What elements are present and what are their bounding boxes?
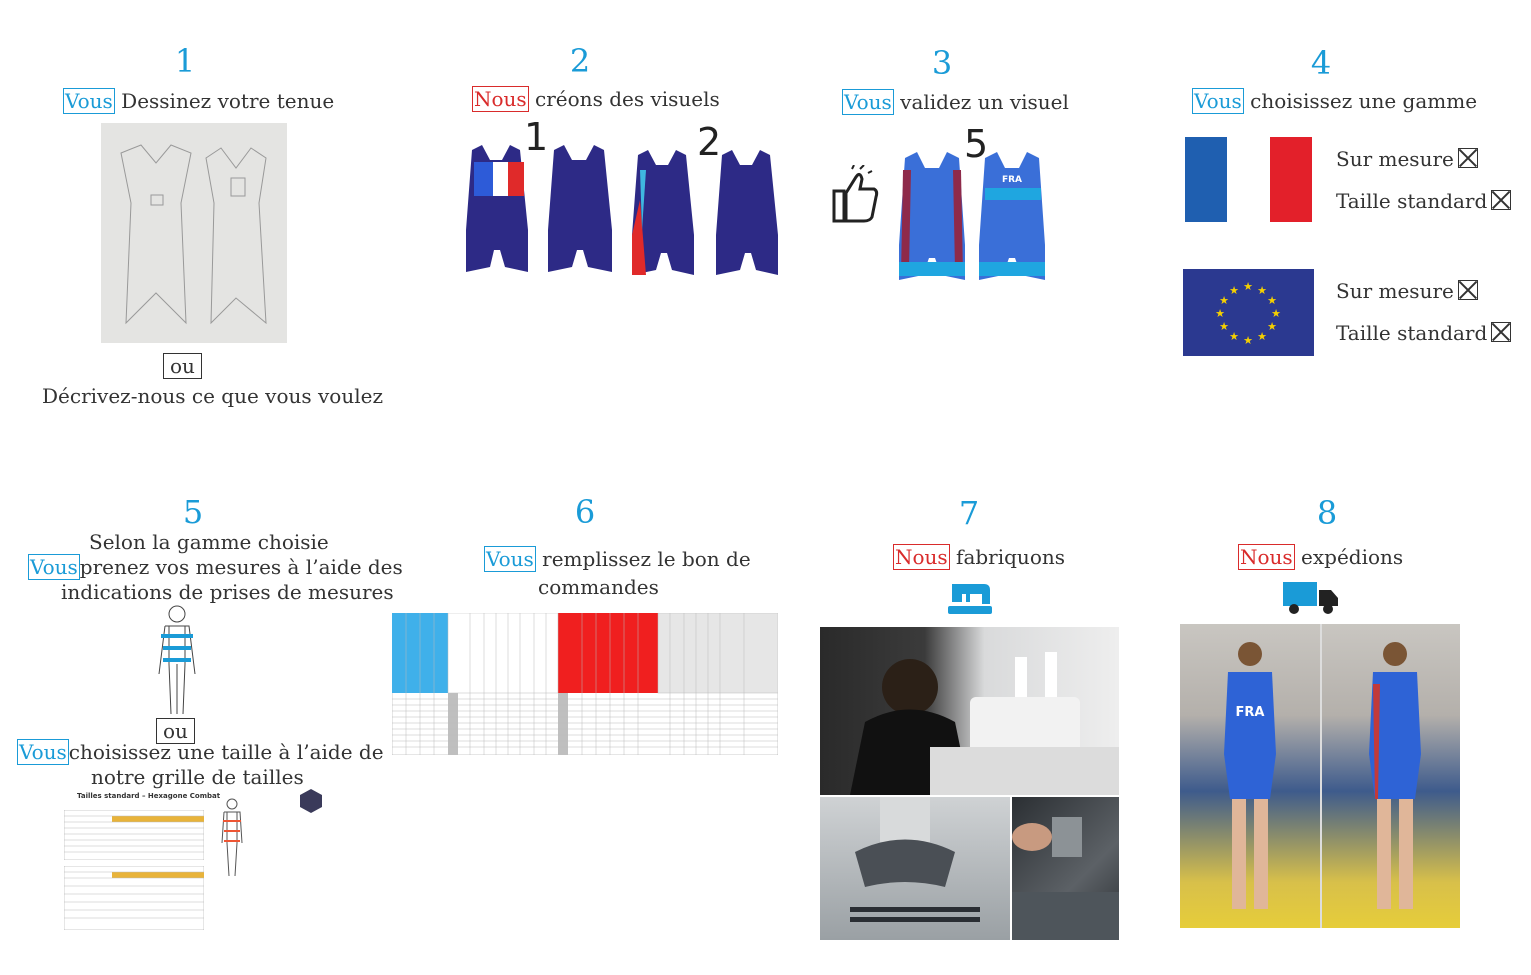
suit-back [979,152,1045,280]
sewing-photo-detail-2 [1012,797,1119,940]
sketch-image [101,123,287,343]
step-6-number: 6 [574,493,596,531]
delivery-truck-icon [1283,582,1338,614]
step-1-or: ou [163,353,202,379]
step-8-text: expédions [1301,545,1404,569]
step-5-number: 5 [182,493,204,531]
or-box: ou [163,353,202,379]
europe-option-standard[interactable]: Taille standard [1336,321,1512,345]
validated-visual: FRA [899,152,1045,280]
body-measure-icon [158,605,196,715]
step-1-number: 1 [174,42,196,80]
step-2-caption: Nous créons des visuels [472,86,720,112]
svg-text:★: ★ [1267,294,1277,307]
step-6-text2: commandes [538,575,659,599]
size-chart-body-icon [221,798,243,877]
sketch-drawing [120,144,267,325]
france-option-custom[interactable]: Sur mesure [1336,147,1478,171]
step-7-caption: Nous fabriquons [893,544,1066,570]
svg-text:★: ★ [1215,307,1225,320]
svg-text:★: ★ [1257,330,1267,343]
hexagone-logo-icon [300,789,322,813]
step-7-text: fabriquons [956,545,1066,569]
step-5-or: ou [156,718,195,744]
suit-2-front [632,150,694,275]
checkbox-icon[interactable] [1491,322,1512,342]
design-label-2: 2 [697,120,722,164]
jersey-text: FRA [1236,705,1265,720]
step-3-text: validez un visuel [900,90,1069,114]
vous-tag: Vous [1192,88,1244,114]
step-5-line1: Selon la gamme choisie [89,530,329,554]
step-4-caption: Vous choisissez une gamme [1192,88,1478,114]
vous-tag: Vous [28,554,80,580]
step-6-caption: Vous remplissez le bon de [484,546,751,572]
step-2-text: créons des visuels [535,87,720,111]
size-chart-title: Tailles standard – Hexagone Combat [77,792,221,800]
or-box: ou [156,718,195,744]
nous-tag: Nous [893,544,950,570]
step-1-caption: Vous Dessinez votre tenue [63,88,335,114]
checkbox-icon[interactable] [1457,148,1478,168]
checkbox-icon[interactable] [1491,190,1512,210]
suit-front [899,152,965,280]
svg-text:★: ★ [1219,320,1229,333]
size-table-women [64,866,204,930]
suit-2-back [716,150,778,275]
step-5-line5: notre grille de tailles [91,765,304,789]
svg-text:★: ★ [1267,320,1277,333]
step-3-caption: Vous validez un visuel [842,89,1069,115]
thumbs-up-icon [832,165,879,223]
chosen-design-label: 5 [964,122,989,166]
step-7-number: 7 [958,494,980,532]
vous-tag: Vous [484,546,536,572]
sewing-photo-detail-1 [820,797,1010,940]
svg-text:★: ★ [1229,330,1239,343]
nous-tag: Nous [1238,544,1295,570]
step-4-text: choisissez une gamme [1250,89,1478,113]
step-3-number: 3 [931,44,953,82]
step-2-number: 2 [569,42,591,80]
france-flag [1185,137,1312,222]
sewing-photo-main [820,627,1119,795]
vous-tag: Vous [842,89,894,115]
svg-text:★: ★ [1219,294,1229,307]
svg-text:★: ★ [1243,280,1253,293]
vous-tag: Vous [17,739,69,765]
france-option-standard[interactable]: Taille standard [1336,189,1512,213]
suit-1-back [548,145,612,272]
step-8-caption: Nous expédions [1238,544,1404,570]
svg-text:★: ★ [1243,334,1253,347]
jersey-text: FRA [1002,175,1022,185]
vous-tag: Vous [63,88,115,114]
svg-text:★: ★ [1229,284,1239,297]
design-visuals [466,145,778,275]
svg-text:★: ★ [1257,284,1267,297]
design-label-1: 1 [524,115,549,159]
athletes-photo: FRA [1180,624,1460,928]
step-5-line3: indications de prises de mesures [61,580,394,604]
suit-1-front [466,145,528,272]
europe-flag: ★★★★ ★★★★ ★★★★ [1183,269,1314,356]
step-6-text: remplissez le bon de [542,547,751,571]
size-table-men [64,810,204,860]
step-1-text: Dessinez votre tenue [121,89,335,113]
checkbox-icon[interactable] [1457,280,1478,300]
step-1-alt: Décrivez-nous ce que vous voulez [42,384,383,408]
europe-option-custom[interactable]: Sur mesure [1336,279,1478,303]
nous-tag: Nous [472,86,529,112]
size-chart: Tailles standard – Hexagone Combat [62,788,332,933]
sewing-machine-icon [948,584,992,614]
step-8-number: 8 [1316,494,1338,532]
step-4-number: 4 [1310,44,1332,82]
svg-text:★: ★ [1271,307,1281,320]
order-form-sheet [392,613,778,755]
